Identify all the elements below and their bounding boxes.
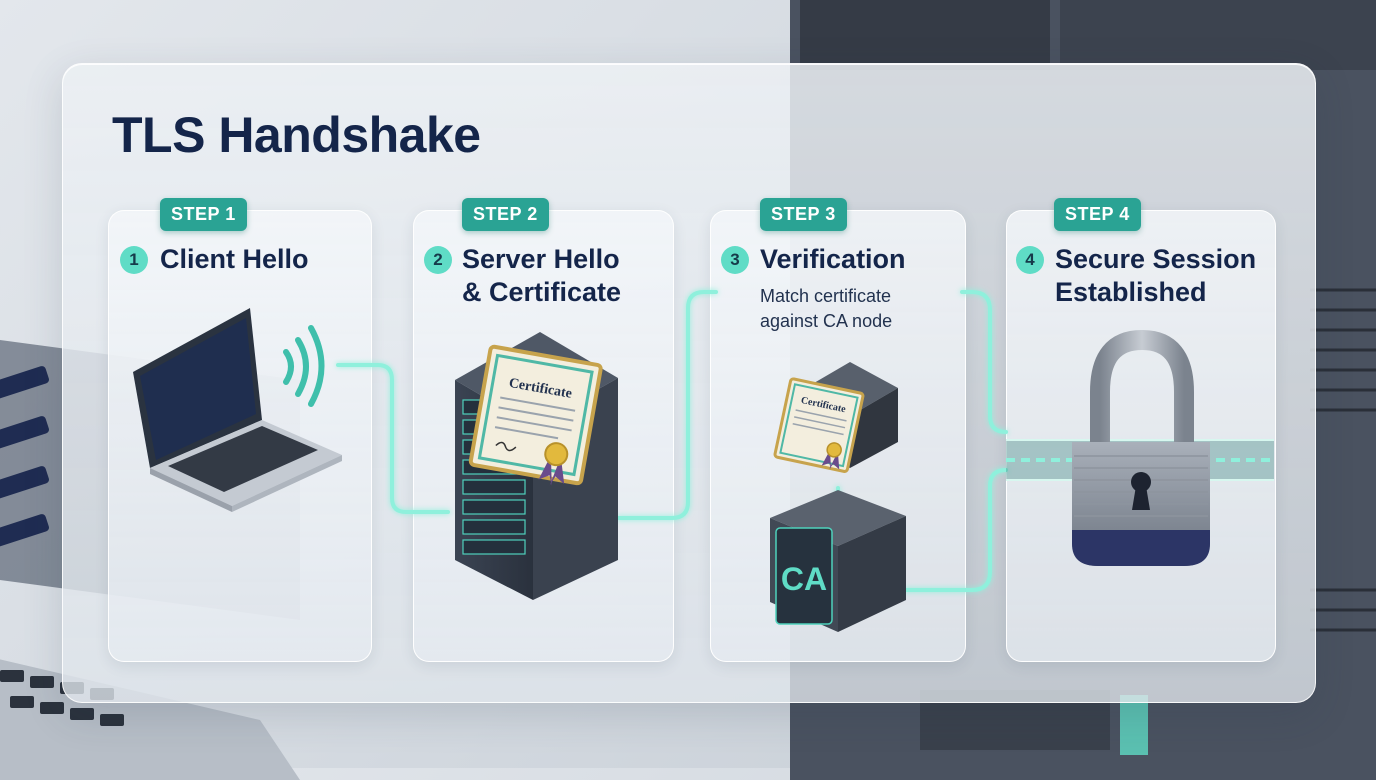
step-3-description: Match certificate against CA node — [760, 284, 892, 334]
step-title-3-line: Verification — [760, 244, 906, 274]
step-3-description-line-2: against CA node — [760, 311, 893, 331]
step-number-4: 4 — [1016, 246, 1044, 274]
step-title-2-line-2: & Certificate — [462, 277, 622, 307]
step-title-4: Secure Session Established — [1055, 243, 1256, 309]
step-card-3 — [710, 210, 966, 662]
step-badge-3: STEP 3 — [760, 198, 847, 231]
step-title-1: Client Hello — [160, 243, 309, 276]
step-number-3: 3 — [721, 246, 749, 274]
step-card-1 — [108, 210, 372, 662]
step-title-1-line: Client Hello — [160, 244, 309, 274]
step-badge-1: STEP 1 — [160, 198, 247, 231]
step-title-3: Verification — [760, 243, 906, 276]
step-3-description-line-1: Match certificate — [760, 286, 892, 306]
step-title-2: Server Hello & Certificate — [462, 243, 621, 309]
step-badge-4: STEP 4 — [1054, 198, 1141, 231]
step-number-2: 2 — [424, 246, 452, 274]
step-title-4-line-2: Established — [1055, 277, 1207, 307]
page-title: TLS Handshake — [112, 107, 481, 163]
step-number-1: 1 — [120, 246, 148, 274]
step-title-2-line-1: Server Hello — [462, 244, 620, 274]
step-badge-2: STEP 2 — [462, 198, 549, 231]
step-title-4-line-1: Secure Session — [1055, 244, 1257, 274]
